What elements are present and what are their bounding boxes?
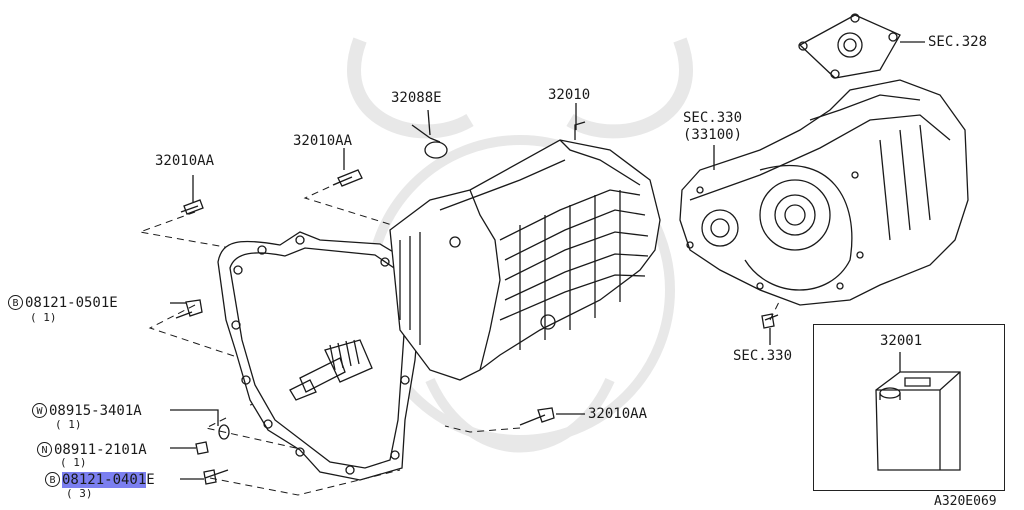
part-number: 08121-0501E — [25, 295, 118, 311]
prefix-badge: W — [32, 403, 47, 418]
bell-housing — [217, 231, 421, 481]
part-number-highlighted[interactable]: 08121-0401 — [62, 472, 147, 488]
part-number: 08915-3401A — [49, 403, 142, 419]
bolt-right — [519, 407, 585, 426]
drawing-lines — [138, 13, 969, 496]
cover-plate — [798, 13, 925, 79]
part-number-suffix: E — [146, 472, 155, 488]
rear-extension-housing — [679, 79, 969, 306]
label-bolt-right: 32010AA — [588, 406, 648, 422]
bolt-lower — [180, 469, 229, 485]
clip-part — [411, 109, 448, 159]
transmission-case — [389, 121, 661, 381]
bolt-sec330 — [761, 313, 779, 345]
quantity: ( 3) — [66, 487, 93, 500]
oil-can — [875, 371, 961, 471]
prefix-badge: B — [8, 295, 23, 310]
quantity: ( 1) — [30, 311, 57, 324]
quantity: ( 1) — [55, 418, 82, 431]
washer-and-nut — [170, 409, 230, 455]
label-bolt-top-mid: 32010AA — [293, 133, 353, 149]
oil-can-inset-box — [813, 324, 1005, 491]
figure-code: A320E069 — [934, 494, 997, 509]
part-number: 08911-2101A — [54, 442, 147, 458]
prefix-badge: B — [45, 472, 60, 487]
leader-lines — [170, 103, 901, 375]
label-bolt-top-left: 32010AA — [155, 153, 215, 169]
label-sec330-upper-sub: (33100) — [683, 127, 743, 143]
bolt-left-mid — [175, 299, 203, 319]
bolt-top-left — [180, 195, 204, 215]
label-transmission: 32010 — [548, 87, 591, 103]
label-oil-can: 32001 — [880, 333, 923, 349]
bolt-top-mid — [332, 148, 363, 187]
label-sec328: SEC.328 — [928, 34, 988, 50]
label-sec330-lower: SEC.330 — [733, 348, 793, 364]
prefix-badge: N — [37, 442, 52, 457]
label-sec330-upper: SEC.330 — [683, 110, 743, 126]
quantity: ( 1) — [60, 456, 87, 469]
label-clip: 32088E — [391, 90, 442, 106]
